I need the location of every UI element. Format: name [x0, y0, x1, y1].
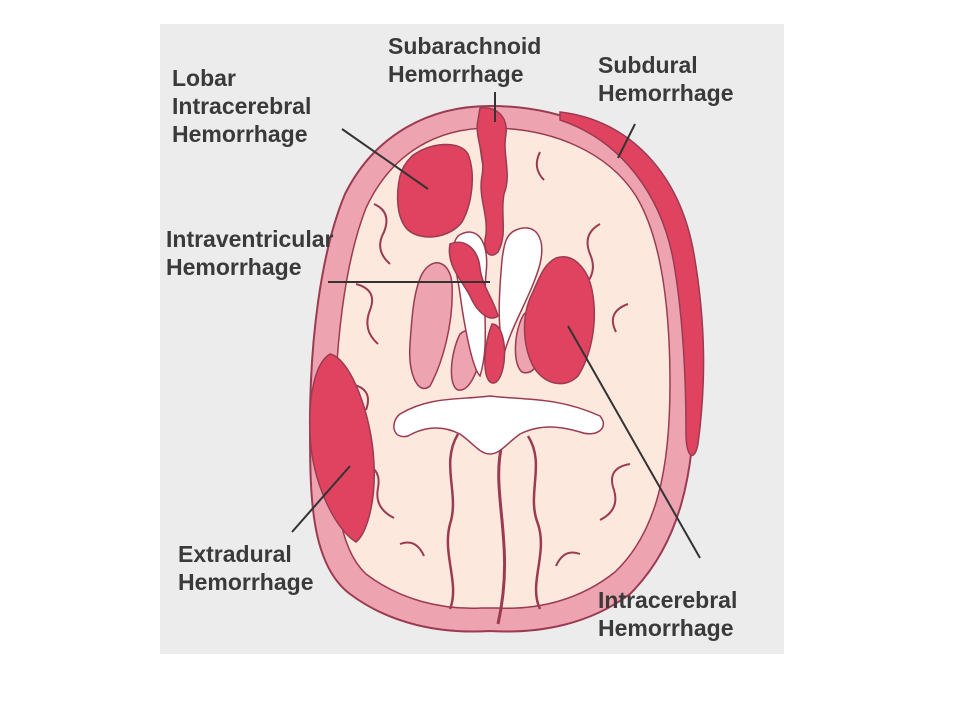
leader-line-intracerebral	[567, 325, 701, 559]
label-intracerebral-line-1: Intracerebral	[598, 587, 738, 613]
label-lobar-line-1: Lobar	[172, 65, 236, 91]
label-intraventricular-line-2: Hemorrhage	[166, 254, 302, 280]
leader-line-subdural	[617, 123, 636, 159]
label-subdural-hemorrhage: Subdural Hemorrhage	[598, 51, 733, 107]
lobar-hemorrhage	[396, 143, 473, 238]
leader-line-lobar	[341, 128, 429, 190]
brain-hemorrhage-diagram: Lobar Intracerebral Hemorrhage Subarachn…	[160, 24, 784, 654]
intraventricular-hemorrhage-stem	[484, 323, 506, 384]
label-extradural-hemorrhage: Extradural Hemorrhage	[178, 540, 313, 596]
basal-ganglia-left	[409, 262, 453, 389]
label-lobar-intracerebral-hemorrhage: Lobar Intracerebral Hemorrhage	[172, 64, 311, 148]
label-subdural-line-2: Hemorrhage	[598, 80, 734, 106]
label-intraventricular-line-1: Intraventricular	[166, 226, 334, 252]
interhemispheric-fissure-back	[496, 443, 507, 625]
label-subarachnoid-line-1: Subarachnoid	[388, 33, 542, 59]
posterior-ventricle	[393, 395, 605, 455]
occipital-gyri	[446, 433, 543, 610]
label-extradural-line-1: Extradural	[178, 541, 292, 567]
label-subarachnoid-line-2: Hemorrhage	[388, 61, 524, 87]
label-subdural-line-1: Subdural	[598, 52, 698, 78]
label-intracerebral-line-2: Hemorrhage	[598, 615, 734, 641]
label-intraventricular-hemorrhage: Intraventricular Hemorrhage	[166, 225, 333, 281]
leader-line-extradural	[291, 465, 351, 533]
label-lobar-line-3: Hemorrhage	[172, 121, 308, 147]
subdural-hemorrhage	[559, 111, 705, 457]
label-subarachnoid-hemorrhage: Subarachnoid Hemorrhage	[388, 32, 541, 88]
subarachnoid-hemorrhage	[476, 107, 508, 256]
label-lobar-line-2: Intracerebral	[172, 93, 312, 119]
label-intracerebral-hemorrhage: Intracerebral Hemorrhage	[598, 586, 737, 642]
label-extradural-line-2: Hemorrhage	[178, 569, 314, 595]
intracerebral-hemorrhage	[523, 256, 596, 385]
brain-axial-section	[291, 92, 705, 633]
